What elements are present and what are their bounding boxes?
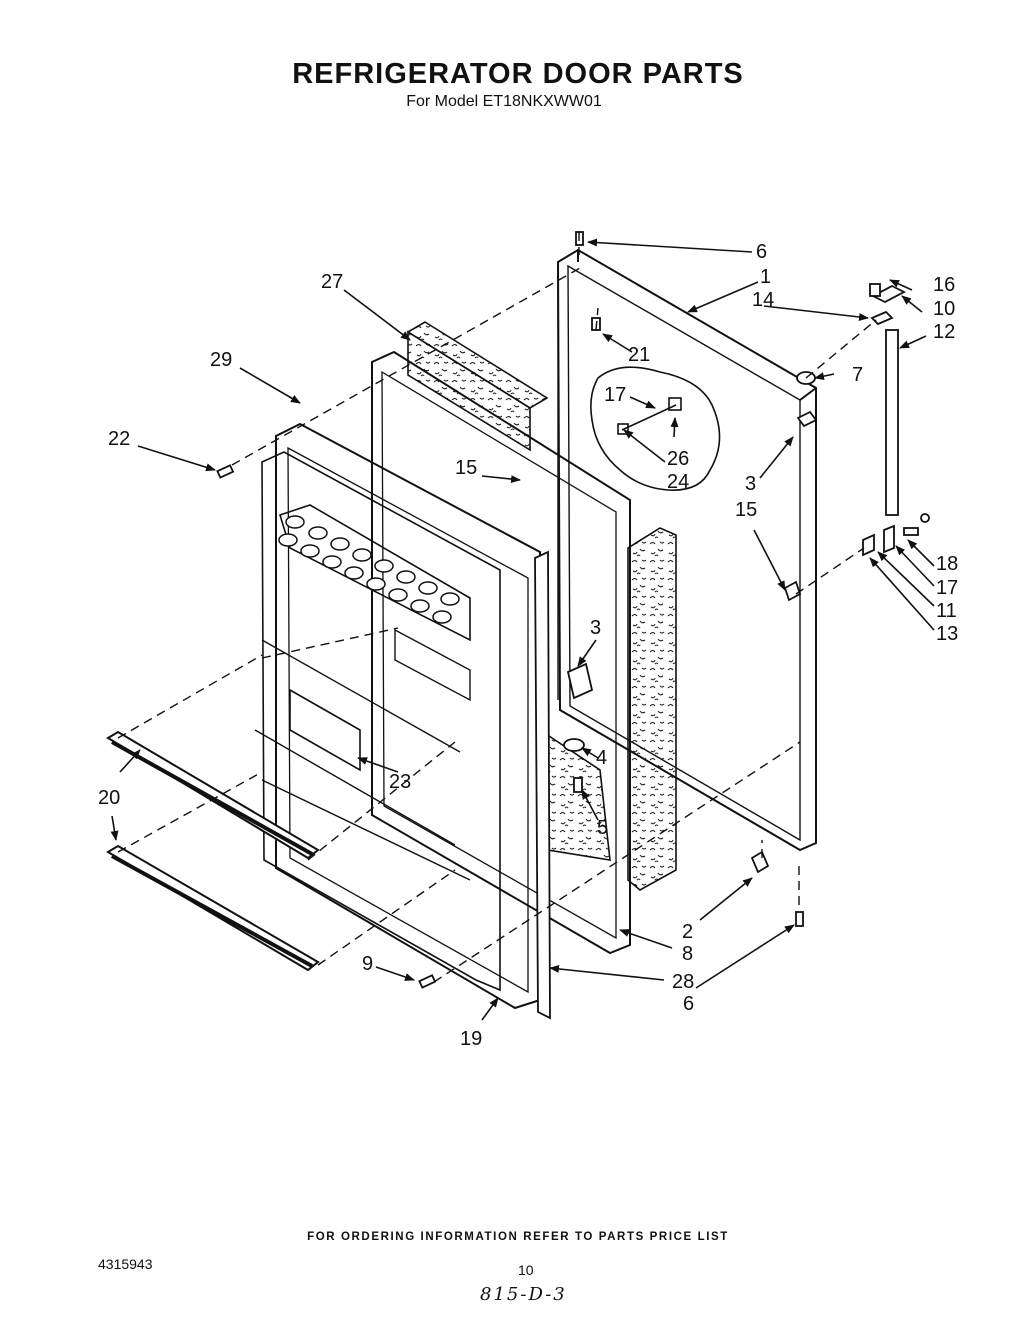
part-label: 19 <box>460 1028 482 1050</box>
door-insulation <box>406 321 677 891</box>
cutaway-detail <box>590 366 721 491</box>
part-label: 27 <box>321 271 343 293</box>
door-stop-pin <box>617 397 682 435</box>
part-label: 22 <box>108 428 130 450</box>
part-label: 7 <box>852 364 863 386</box>
part-label: 12 <box>933 321 955 343</box>
part-label: 28 <box>672 971 694 993</box>
door-liner <box>254 422 541 1010</box>
part-label: 15 <box>735 499 757 521</box>
part-label: 16 <box>933 274 955 296</box>
part-label: 5 <box>597 817 608 839</box>
ordering-info-footer: FOR ORDERING INFORMATION REFER TO PARTS … <box>307 1231 729 1243</box>
part-label: 17 <box>936 577 958 599</box>
hinge-assembly <box>216 231 930 989</box>
part-label: 1 <box>760 266 771 288</box>
part-label: 26 <box>667 448 689 470</box>
part-label: 20 <box>98 787 120 809</box>
handwritten-note: 815-D-3 <box>480 1284 567 1305</box>
page-title: REFRIGERATOR DOOR PARTS <box>292 58 744 90</box>
part-label: 13 <box>936 623 958 645</box>
part-number-labels: 6 1 16 10 14 12 27 21 7 29 17 26 22 3 24… <box>98 241 958 1050</box>
part-label: 14 <box>752 289 774 311</box>
part-label: 18 <box>936 553 958 575</box>
part-label: 3 <box>745 473 756 495</box>
outer-door-panel <box>556 248 817 852</box>
part-label: 24 <box>667 471 689 493</box>
part-label: 17 <box>604 384 626 406</box>
leader-arrows <box>110 238 935 1021</box>
part-label: 21 <box>628 344 650 366</box>
door-gasket <box>371 350 631 955</box>
part-label: 9 <box>362 953 373 975</box>
part-label: 4 <box>596 747 607 769</box>
model-subtitle: For Model ET18NKXWW01 <box>406 93 602 110</box>
part-label: 23 <box>389 771 411 793</box>
part-label: 2 <box>682 921 693 943</box>
egg-tray <box>278 515 460 624</box>
part-label: 8 <box>682 943 693 965</box>
assembly-lines <box>117 232 877 983</box>
shelf-rails <box>106 730 320 972</box>
part-label: 6 <box>756 241 767 263</box>
document-number: 4315943 <box>98 1256 153 1272</box>
part-label: 10 <box>933 298 955 320</box>
door-trim-strip <box>534 550 551 1020</box>
part-label: 6 <box>683 993 694 1015</box>
part-label: 29 <box>210 349 232 371</box>
page-number: 10 <box>518 1262 534 1278</box>
part-label: 11 <box>936 600 957 622</box>
part-label: 15 <box>455 457 477 479</box>
part-label: 3 <box>590 617 601 639</box>
